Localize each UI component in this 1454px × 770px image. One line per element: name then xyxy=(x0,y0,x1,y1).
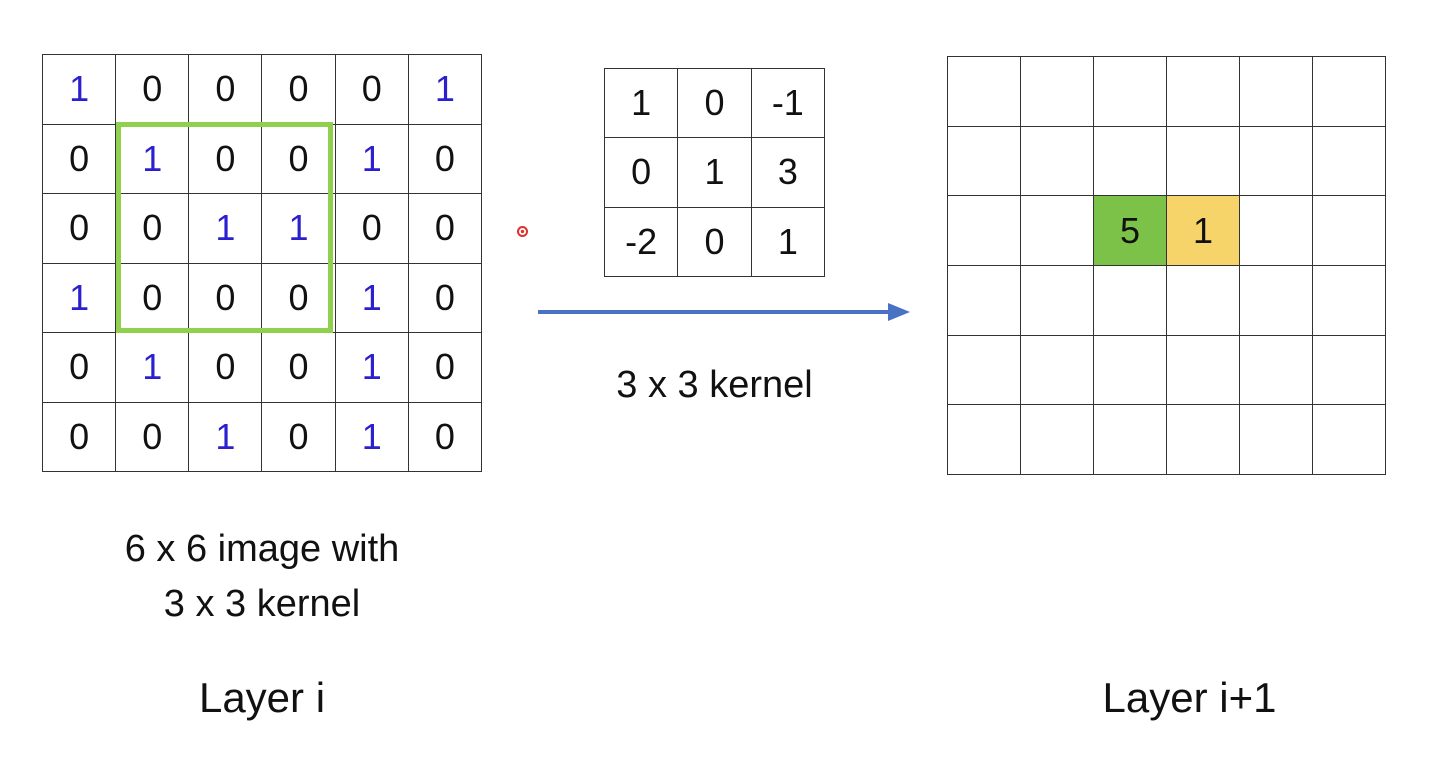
input-cell: 0 xyxy=(43,333,117,403)
input-cell: 1 xyxy=(335,402,409,472)
output-cell xyxy=(1094,335,1167,406)
output-cell xyxy=(1021,335,1094,406)
input-cell: 0 xyxy=(262,263,336,333)
input-caption-line1: 6 x 6 image with xyxy=(124,528,400,570)
kernel-cell: -2 xyxy=(605,207,679,277)
kernel-cell: -1 xyxy=(751,69,825,139)
output-cell xyxy=(1240,196,1313,266)
output-cell-filled: 5 xyxy=(1094,196,1167,266)
input-cell: 1 xyxy=(408,55,482,125)
input-cell: 0 xyxy=(189,55,263,125)
input-cell: 0 xyxy=(116,402,190,472)
output-cell xyxy=(1021,196,1094,266)
kernel-cell: 0 xyxy=(605,138,679,208)
input-cell: 0 xyxy=(189,124,263,194)
input-cell: 0 xyxy=(43,124,117,194)
output-cell xyxy=(1167,405,1240,475)
input-cell: 0 xyxy=(408,333,482,403)
arrow-icon xyxy=(538,303,910,321)
input-cell: 0 xyxy=(189,263,263,333)
output-cell xyxy=(948,335,1021,406)
output-cell xyxy=(1094,265,1167,336)
output-cell xyxy=(948,196,1021,266)
input-cell: 1 xyxy=(262,194,336,264)
output-cell xyxy=(1313,265,1386,336)
output-cell xyxy=(1313,196,1386,266)
output-cell xyxy=(1167,265,1240,336)
output-cell xyxy=(1021,126,1094,197)
output-cell xyxy=(1021,57,1094,127)
input-cell: 1 xyxy=(43,263,117,333)
input-cell: 0 xyxy=(262,333,336,403)
kernel-cell: 1 xyxy=(605,69,679,139)
output-cell xyxy=(1240,265,1313,336)
layer-i-label: Layer i xyxy=(198,674,326,721)
output-cell xyxy=(1240,126,1313,197)
input-cell: 1 xyxy=(335,263,409,333)
kernel-caption: 3 x 3 kernel xyxy=(616,364,813,406)
output-cell xyxy=(1313,405,1386,475)
input-cell: 0 xyxy=(335,55,409,125)
input-cell: 0 xyxy=(408,263,482,333)
input-cell: 1 xyxy=(335,124,409,194)
input-cell: 0 xyxy=(262,55,336,125)
kernel-cell: 0 xyxy=(678,207,752,277)
kernel-cell: 0 xyxy=(678,69,752,139)
input-cell: 0 xyxy=(262,402,336,472)
input-caption-line2: 3 x 3 kernel xyxy=(163,583,361,626)
input-cell: 0 xyxy=(189,333,263,403)
output-cell xyxy=(1240,335,1313,406)
output-cell xyxy=(1021,405,1094,475)
input-cell: 0 xyxy=(335,194,409,264)
input-caption: 6 x 6 image with 3 x 3 kernel xyxy=(42,522,482,632)
output-cell xyxy=(1094,57,1167,127)
input-cell: 1 xyxy=(43,55,117,125)
output-cell-filled: 1 xyxy=(1167,196,1240,266)
input-cell: 0 xyxy=(116,263,190,333)
input-cell: 0 xyxy=(43,194,117,264)
input-cell: 1 xyxy=(335,333,409,403)
output-cell xyxy=(1094,405,1167,475)
kernel-cell: 3 xyxy=(751,138,825,208)
output-cell xyxy=(1167,335,1240,406)
output-cell xyxy=(1021,265,1094,336)
input-cell: 0 xyxy=(43,402,117,472)
layer-i-plus-1-label: Layer i+1 xyxy=(1102,674,1277,721)
output-cell xyxy=(1240,405,1313,475)
output-cell xyxy=(1240,57,1313,127)
input-cell: 0 xyxy=(116,55,190,125)
input-cell: 1 xyxy=(116,333,190,403)
output-cell xyxy=(1167,57,1240,127)
input-cell: 0 xyxy=(262,124,336,194)
input-cell: 0 xyxy=(116,194,190,264)
input-cell: 1 xyxy=(189,194,263,264)
input-cell: 0 xyxy=(408,194,482,264)
kernel-cell: 1 xyxy=(678,138,752,208)
output-cell xyxy=(1167,126,1240,197)
output-cell xyxy=(948,126,1021,197)
input-cell: 1 xyxy=(116,124,190,194)
output-cell xyxy=(1313,335,1386,406)
output-cell xyxy=(948,405,1021,475)
output-cell xyxy=(1313,57,1386,127)
input-cell: 0 xyxy=(408,402,482,472)
output-cell xyxy=(1313,126,1386,197)
input-cell: 0 xyxy=(408,124,482,194)
output-cell xyxy=(948,57,1021,127)
kernel-cell: 1 xyxy=(751,207,825,277)
output-cell xyxy=(948,265,1021,336)
input-cell: 1 xyxy=(189,402,263,472)
cursor-pointer-icon xyxy=(517,226,528,237)
output-cell xyxy=(1094,126,1167,197)
